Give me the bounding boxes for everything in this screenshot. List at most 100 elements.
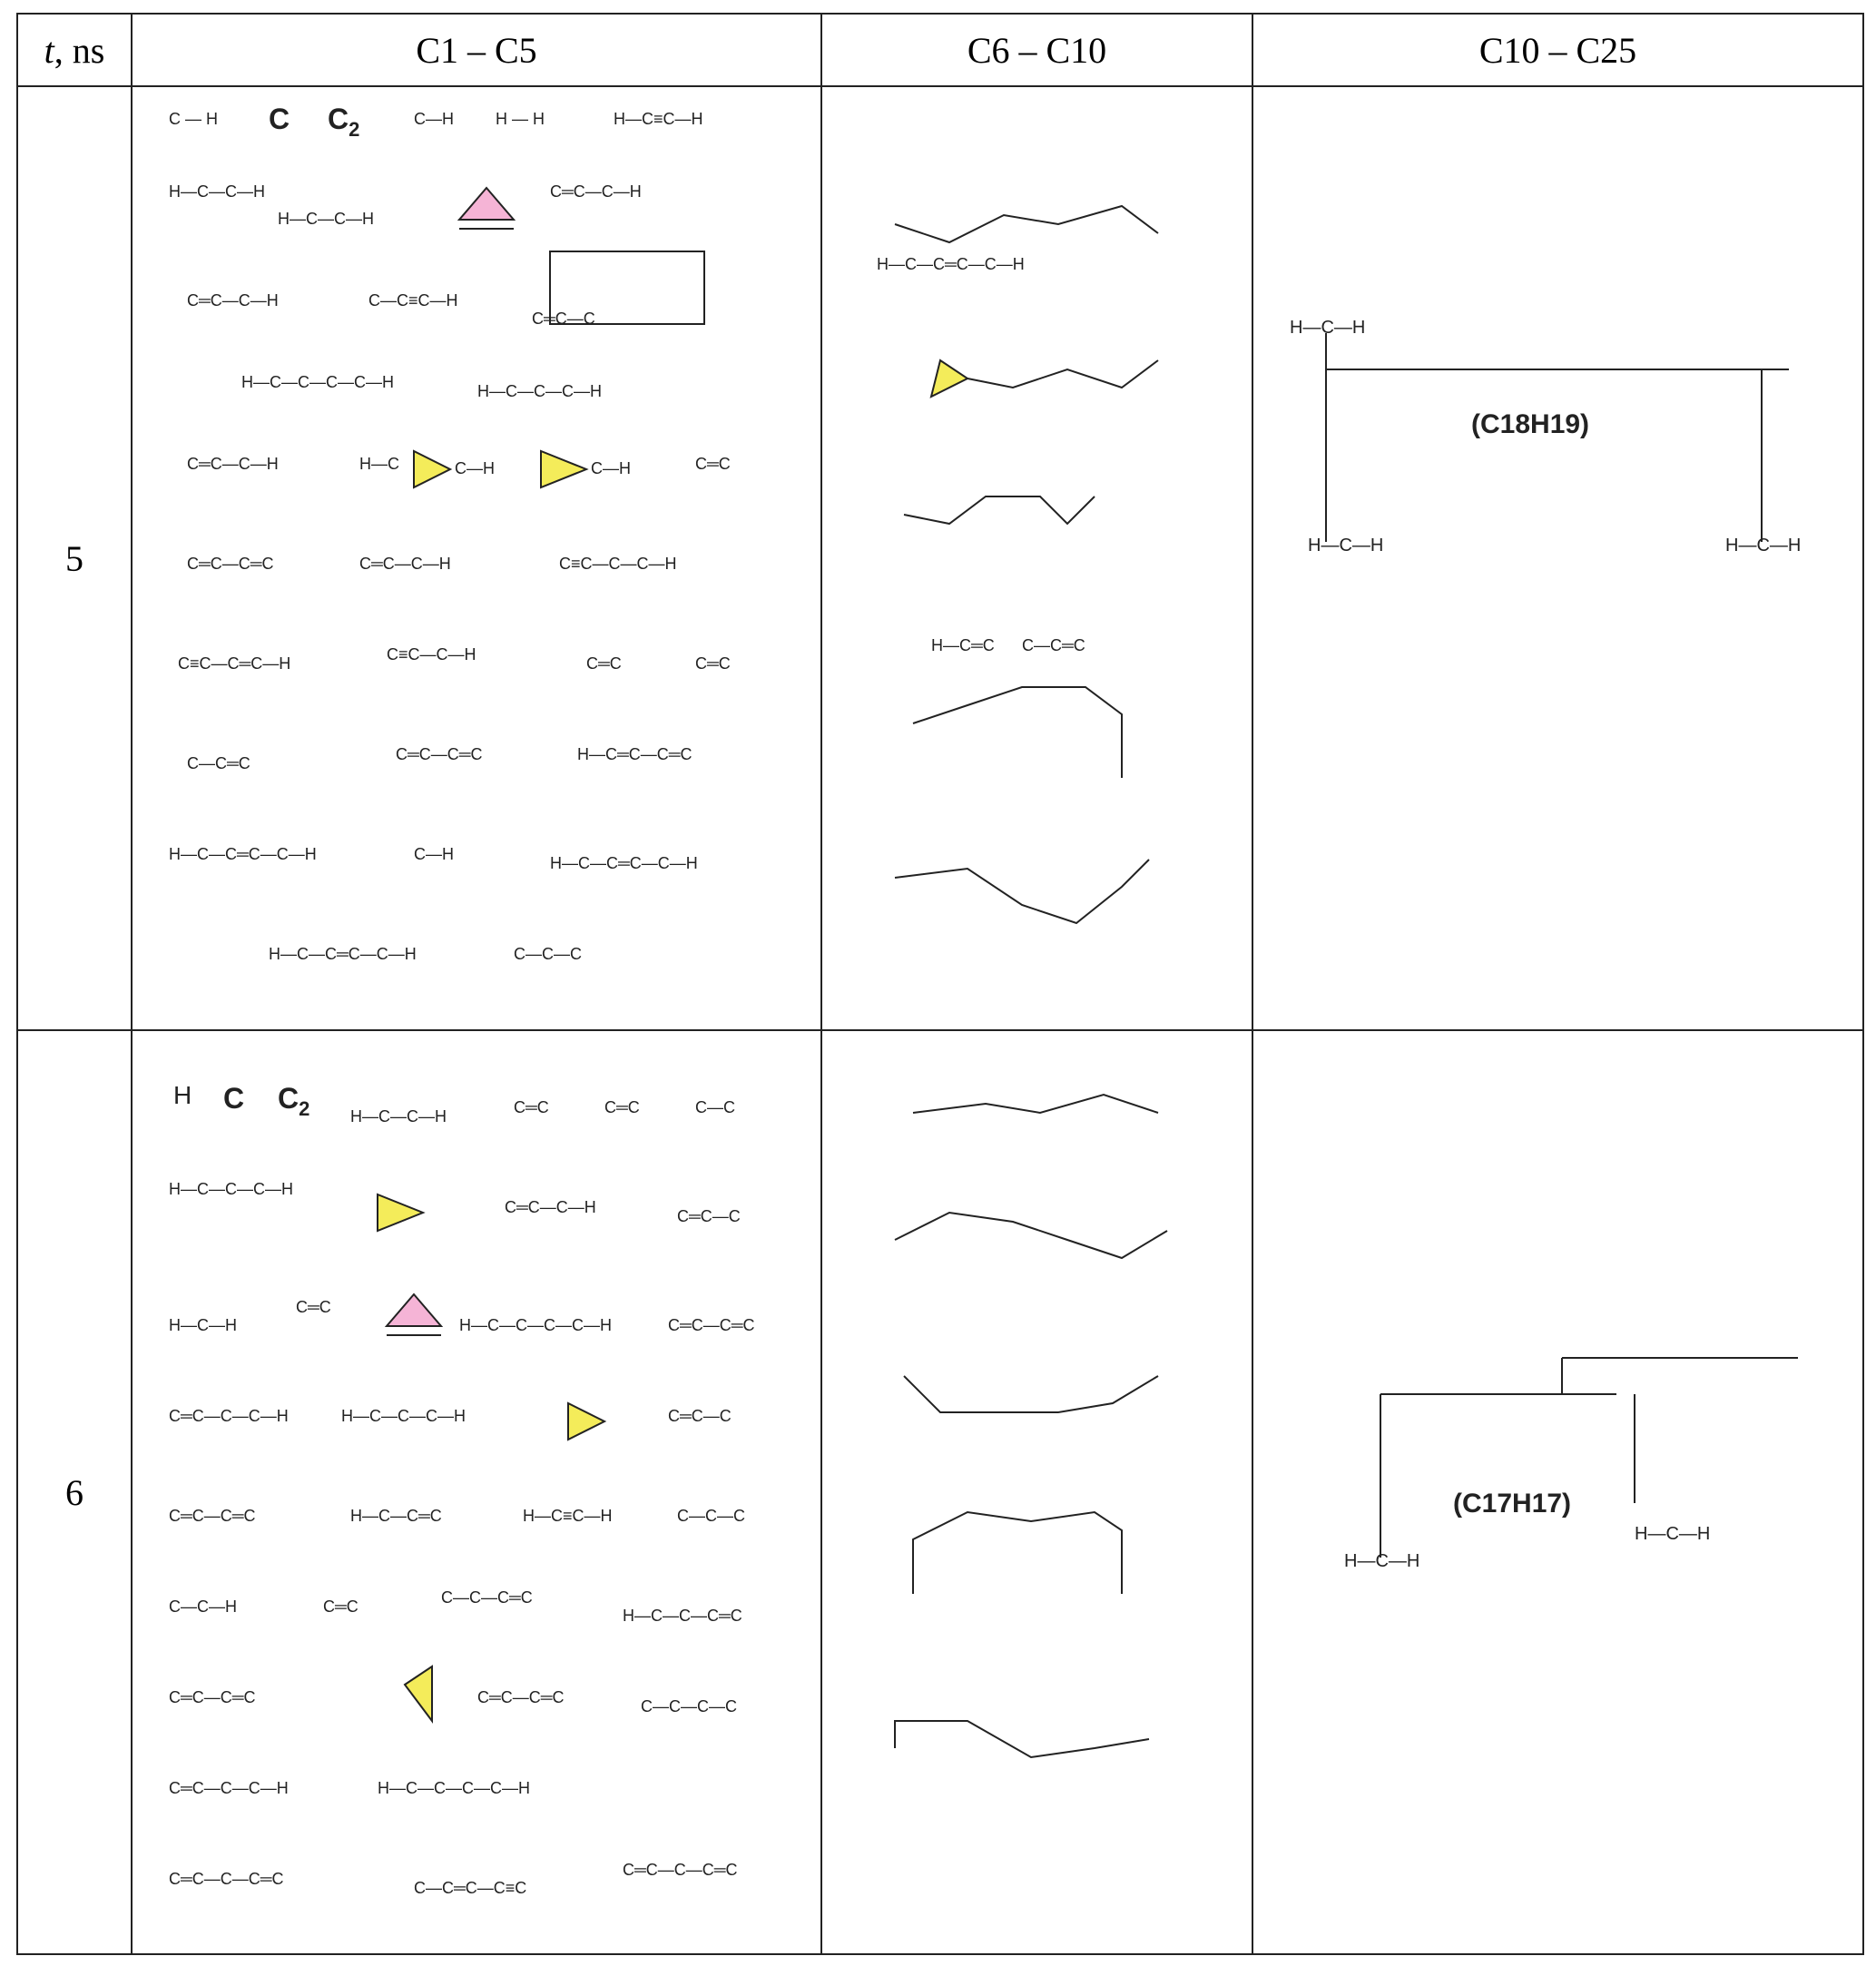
svg-text:C: C xyxy=(269,103,290,135)
large-molecule-diagram-6: H—C—H H—C—H (C17H17) xyxy=(1344,1357,1798,1571)
large-molecule-cell-6: H—C—H H—C—H (C17H17) xyxy=(1252,1029,1864,1955)
svg-text:C≡C—C—H: C≡C—C—H xyxy=(387,645,476,664)
medium-molecules-cell-5: H—C—C═C—C—H H—C═C C—C═C xyxy=(820,85,1253,1031)
svg-text:C═C—C═C: C═C—C═C xyxy=(169,1507,256,1525)
small-molecules-diagram-6: H C C2 H—C—C—H C═C C═C C—C H—C—C—C—H C═C… xyxy=(169,1081,755,1897)
svg-text:C═C—C═C: C═C—C═C xyxy=(169,1688,256,1706)
triangle-yellow-5b xyxy=(540,449,589,489)
svg-text:H—C—H: H—C—H xyxy=(1635,1524,1710,1544)
medium-molecules-diagram-6 xyxy=(894,1093,1168,1759)
svg-text:H—C—C—C—H: H—C—C—C—H xyxy=(341,1407,466,1425)
svg-text:H—C—C═C—C—H: H—C—C═C—C—H xyxy=(877,255,1025,273)
header-c10-c25: C10 – C25 xyxy=(1252,13,1864,87)
formula-label-5: (C18H19) xyxy=(1471,409,1589,439)
svg-text:H—C—C—H: H—C—C—H xyxy=(350,1107,447,1126)
header-c1-c5: C1 – C5 xyxy=(131,13,822,87)
triangle-pink-5 xyxy=(457,186,516,221)
svg-text:C—C═C—C≡C: C—C═C—C≡C xyxy=(414,1879,526,1897)
small-molecules-cell-5: C — H C C2 C—H H — H H—C≡C—H H—C—C—H H—C… xyxy=(131,85,822,1031)
svg-text:H: H xyxy=(173,1081,192,1109)
svg-text:C═C: C═C xyxy=(695,654,731,673)
svg-text:C—H: C—H xyxy=(591,459,631,477)
svg-text:H—C—C—C—C—H: H—C—C—C—C—H xyxy=(241,373,394,391)
svg-text:C═C: C═C xyxy=(323,1597,359,1616)
row-5ns: 5 C — H C C2 C—H H — H H—C≡C—H H—C—C—H H… xyxy=(16,85,1864,1031)
svg-text:H — H: H — H xyxy=(496,110,545,128)
svg-text:C—C≡C—H: C—C≡C—H xyxy=(368,291,458,310)
svg-text:H—C—C═C—C—H: H—C—C═C—C—H xyxy=(269,945,417,963)
svg-text:H—C—H: H—C—H xyxy=(169,1316,237,1334)
svg-text:C—C: C—C xyxy=(695,1098,735,1116)
header-time: t, ns xyxy=(16,13,133,87)
triangle-pink-6 xyxy=(384,1293,444,1327)
svg-text:C—C—C═C: C—C—C═C xyxy=(441,1588,533,1607)
svg-text:C═C—C═C: C═C—C═C xyxy=(396,745,483,763)
svg-text:C═C—C—C═C: C═C—C—C═C xyxy=(169,1870,284,1888)
svg-text:H—C—H: H—C—H xyxy=(1344,1551,1419,1571)
small-molecules-cell-6: H C C2 H—C—C—H C═C C═C C—C H—C—C—C—H C═C… xyxy=(131,1029,822,1955)
svg-text:C—H: C—H xyxy=(414,110,454,128)
products-table: t, ns C1 – C5 C6 – C10 C10 – C25 5 C — H… xyxy=(16,13,1864,1955)
triangle-yellow-6b xyxy=(567,1401,607,1441)
svg-text:H—C—C═C—C—H: H—C—C═C—C—H xyxy=(169,845,317,863)
svg-text:C2: C2 xyxy=(278,1082,309,1120)
svg-text:H—C≡C—H: H—C≡C—H xyxy=(523,1507,613,1525)
svg-text:H—C: H—C xyxy=(359,455,399,473)
header-row: t, ns C1 – C5 C6 – C10 C10 – C25 xyxy=(16,13,1864,87)
svg-text:C—C—C: C—C—C xyxy=(677,1507,745,1525)
svg-text:C—C—C: C—C—C xyxy=(514,945,582,963)
time-cell-6: 6 xyxy=(16,1029,133,1955)
svg-text:C—C═C: C—C═C xyxy=(1022,636,1085,654)
svg-text:C—C═C: C—C═C xyxy=(187,754,250,772)
svg-text:H—C≡C—H: H—C≡C—H xyxy=(614,110,703,128)
svg-text:H—C—C—H: H—C—C—H xyxy=(278,210,374,228)
svg-text:C═C—C—H: C═C—C—H xyxy=(187,291,279,310)
svg-text:H—C—H: H—C—H xyxy=(1290,318,1365,338)
svg-text:C═C—C—C—H: C═C—C—C—H xyxy=(169,1779,289,1797)
svg-text:C2: C2 xyxy=(328,103,359,141)
svg-text:C═C: C═C xyxy=(695,455,731,473)
svg-text:C═C—C═C: C═C—C═C xyxy=(187,555,274,573)
triangle-yellow-5c xyxy=(929,359,969,398)
small-molecules-diagram-5: C — H C C2 C—H H — H H—C≡C—H H—C—C—H H—C… xyxy=(169,103,731,963)
svg-text:H—C—C—C═C: H—C—C—C═C xyxy=(623,1607,742,1625)
svg-text:C═C—C—H: C═C—C—H xyxy=(359,555,451,573)
svg-text:C—H: C—H xyxy=(455,459,495,477)
svg-text:H—C═C: H—C═C xyxy=(931,636,995,654)
triangle-yellow-6c xyxy=(403,1665,433,1724)
medium-molecules-diagram-5: H—C—C═C—C—H H—C═C C—C═C xyxy=(877,204,1159,925)
svg-text:C═C: C═C xyxy=(514,1098,549,1116)
svg-text:C═C—C—H: C═C—C—H xyxy=(187,455,279,473)
svg-text:C—C—H: C—C—H xyxy=(169,1597,237,1616)
svg-text:C═C—C—H: C═C—C—H xyxy=(550,182,642,201)
svg-text:C—H: C—H xyxy=(414,845,454,863)
svg-text:C═C: C═C xyxy=(604,1098,640,1116)
svg-text:H—C—H: H—C—H xyxy=(1725,536,1801,555)
svg-text:H—C═C—C═C: H—C═C—C═C xyxy=(577,745,692,763)
svg-text:C═C: C═C xyxy=(296,1298,331,1316)
medium-molecules-cell-6 xyxy=(820,1029,1253,1955)
time-cell-5: 5 xyxy=(16,85,133,1031)
svg-text:C═C—C—C—H: C═C—C—C—H xyxy=(169,1407,289,1425)
svg-text:C═C—C—H: C═C—C—H xyxy=(505,1198,596,1216)
svg-text:H—C—C—C—H: H—C—C—C—H xyxy=(477,382,602,400)
svg-text:H—C—C═C: H—C—C═C xyxy=(350,1507,442,1525)
svg-text:C═C: C═C xyxy=(586,654,622,673)
triangle-yellow-6a xyxy=(377,1193,426,1233)
header-c6-c10: C6 – C10 xyxy=(820,13,1253,87)
svg-text:C: C xyxy=(223,1082,244,1115)
svg-text:C≡C—C—C—H: C≡C—C—C—H xyxy=(559,555,677,573)
large-molecule-cell-5: H—C—H H—C—H H—C—H (C18H19) xyxy=(1252,85,1864,1031)
svg-text:H—C—C—C—C—H: H—C—C—C—C—H xyxy=(378,1779,530,1797)
svg-text:C — H: C — H xyxy=(169,110,218,128)
row-6ns: 6 H C C2 H—C—C—H C═C C═C C—C H—C—C—C—H C… xyxy=(16,1029,1864,1955)
svg-text:C═C—C═C: C═C—C═C xyxy=(477,1688,565,1706)
svg-text:C—C—C—C: C—C—C—C xyxy=(641,1697,737,1715)
svg-text:H—C—H: H—C—H xyxy=(1308,536,1383,555)
svg-text:H—C—C—C—H: H—C—C—C—H xyxy=(169,1180,293,1198)
large-molecule-diagram-5: H—C—H H—C—H H—C—H (C18H19) xyxy=(1290,318,1801,555)
formula-label-6: (C17H17) xyxy=(1453,1489,1571,1519)
svg-text:C═C—C: C═C—C xyxy=(677,1207,741,1225)
svg-text:H—C—C═C—C—H: H—C—C═C—C—H xyxy=(550,854,698,872)
svg-text:C═C—C: C═C—C xyxy=(668,1407,732,1425)
